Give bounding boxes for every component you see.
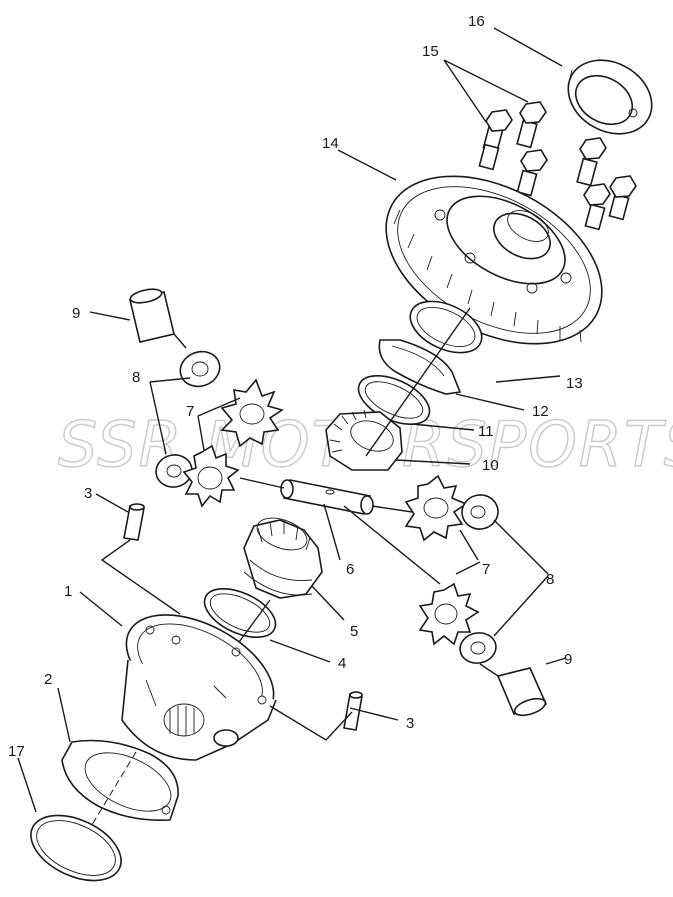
- label-7-upper: 7: [186, 403, 194, 420]
- label-15: 15: [422, 43, 439, 60]
- label-6: 6: [346, 561, 354, 578]
- label-10: 10: [482, 457, 499, 474]
- part-4-washer: [203, 587, 277, 639]
- part-9-lower-pin: [479, 663, 548, 717]
- part-8-right-washer: [461, 494, 499, 530]
- part-7-right-pinion: [404, 474, 468, 542]
- label-11: 11: [478, 423, 494, 440]
- label-17: 17: [8, 743, 25, 760]
- label-8-lower: 8: [546, 571, 554, 588]
- label-3-lower: 3: [406, 715, 414, 732]
- part-8-lower-washer: [459, 632, 497, 664]
- label-9-upper: 9: [72, 305, 80, 322]
- part-6-cross-shaft: [239, 477, 413, 515]
- part-16-bearing: [567, 59, 653, 135]
- part-15-bolts: [478, 101, 637, 231]
- label-14: 14: [322, 135, 339, 152]
- part-12-gasket: [378, 339, 462, 395]
- part-17-snap-ring: [30, 814, 122, 882]
- part-7-upper-pinion: [220, 378, 284, 448]
- label-2: 2: [44, 671, 52, 688]
- label-12: 12: [532, 403, 549, 420]
- label-13: 13: [566, 375, 583, 392]
- label-9-lower: 9: [564, 651, 572, 668]
- leader-lines: [17, 27, 567, 813]
- part-7-left-pinion: [182, 444, 240, 508]
- part-3-lower-roll-pin: [343, 691, 363, 731]
- part-8-upper-washer: [179, 350, 221, 388]
- label-1: 1: [64, 583, 72, 600]
- part-2-bearing: [61, 739, 179, 822]
- part-7-lower-pinion: [418, 582, 480, 646]
- part-13-shim: [409, 300, 483, 354]
- part-8-left-washer: [155, 454, 193, 488]
- part-5-side-gear: [243, 517, 323, 599]
- label-3-upper: 3: [84, 485, 92, 502]
- part-10-side-gear: [325, 409, 403, 471]
- part-3-upper-roll-pin: [123, 503, 145, 541]
- label-5: 5: [350, 623, 358, 640]
- label-7-lower: 7: [482, 561, 490, 578]
- label-8-upper: 8: [132, 369, 140, 386]
- part-9-upper-pin: [129, 288, 187, 349]
- label-4: 4: [338, 655, 346, 672]
- part-number-labels: 16 15 14 9 8 7 13 12 11 10 3 6 7 8 1 5 9…: [8, 13, 583, 760]
- label-16: 16: [468, 13, 485, 30]
